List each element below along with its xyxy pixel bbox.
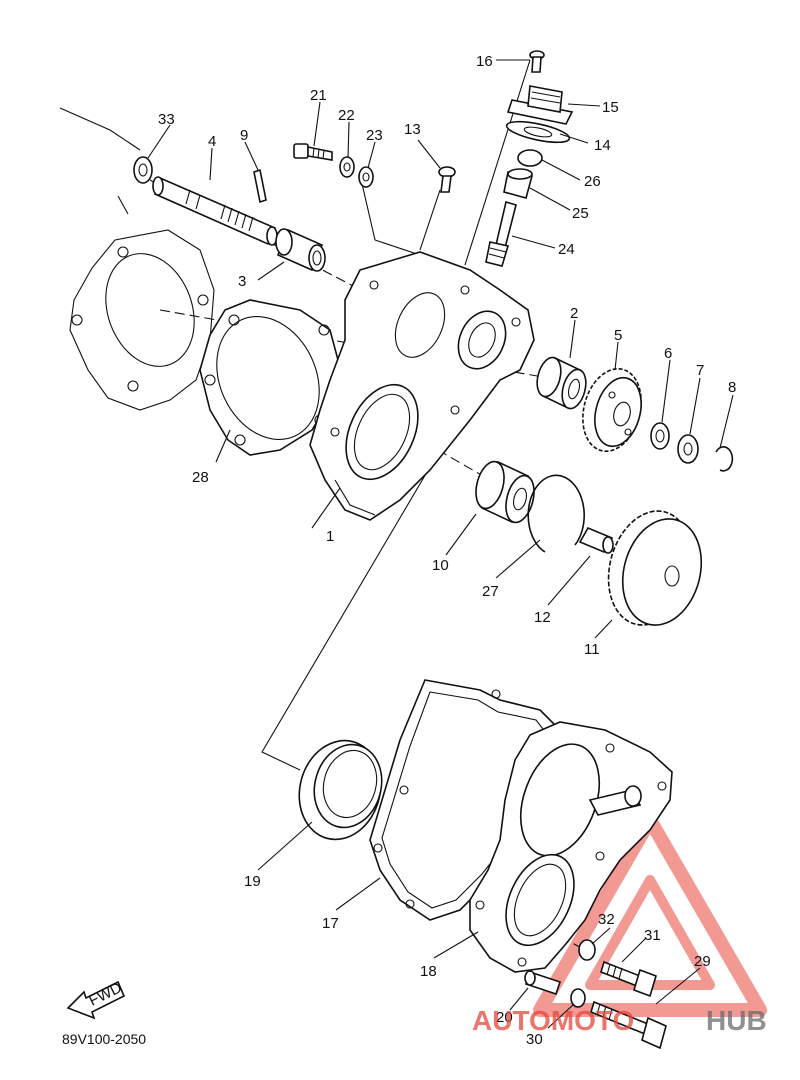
part-11-gear <box>607 510 703 626</box>
part-33-washer <box>133 156 153 184</box>
part-7-washer <box>677 434 699 464</box>
part-6-lockwasher <box>650 422 670 450</box>
label-part-2: 2 <box>570 305 578 322</box>
label-part-13: 13 <box>404 121 421 138</box>
label-part-27: 27 <box>482 583 499 600</box>
part-20-dowel <box>524 970 562 996</box>
label-part-8: 8 <box>728 379 736 396</box>
label-part-14: 14 <box>594 137 611 154</box>
label-part-31: 31 <box>644 927 661 944</box>
part-28-gasket <box>199 299 339 456</box>
part-18-cover <box>469 721 673 973</box>
label-part-3: 3 <box>238 273 246 290</box>
part-5-gear <box>582 367 642 453</box>
part-25-bushing <box>503 168 534 199</box>
part-19-seal <box>298 739 383 841</box>
part-12-pin <box>578 526 614 554</box>
part-22-washer <box>339 156 355 178</box>
label-part-19: 19 <box>244 873 261 890</box>
part-14-gasket <box>505 120 571 144</box>
watermark-text: AUTOMOTO HUB <box>472 1005 767 1036</box>
part-13-screw <box>438 166 456 193</box>
label-part-17: 17 <box>322 915 339 932</box>
part-29-bolt <box>590 1000 667 1050</box>
label-part-21: 21 <box>310 87 327 104</box>
part-16-screw <box>529 50 545 73</box>
label-part-1: 1 <box>326 528 334 545</box>
label-part-29: 29 <box>694 953 711 970</box>
label-part-5: 5 <box>614 327 622 344</box>
part-31-bolt <box>600 960 657 998</box>
label-part-28: 28 <box>192 469 209 486</box>
label-part-15: 15 <box>602 99 619 116</box>
part-8-circlip <box>715 446 734 472</box>
label-part-10: 10 <box>432 557 449 574</box>
crankcase-outline <box>59 107 215 411</box>
watermark-text-secondary: HUB <box>706 1005 767 1036</box>
part-15-cap <box>506 85 574 125</box>
label-part-26: 26 <box>584 173 601 190</box>
part-24-drive-gear <box>485 200 517 267</box>
part-23-washer <box>358 166 374 188</box>
part-21-bolt <box>293 143 333 161</box>
part-2-bearing <box>536 356 587 410</box>
label-part-6: 6 <box>664 345 672 362</box>
label-part-12: 12 <box>534 609 551 626</box>
label-part-20: 20 <box>496 1009 513 1026</box>
part-9-pin <box>253 168 267 204</box>
label-part-18: 18 <box>420 963 437 980</box>
part-1-housing <box>309 251 535 521</box>
part-27-circlip <box>527 474 585 553</box>
label-part-32: 32 <box>598 911 615 928</box>
label-part-16: 16 <box>476 53 493 70</box>
leader-lines <box>147 59 734 1029</box>
label-part-22: 22 <box>338 107 355 124</box>
label-part-23: 23 <box>366 127 383 144</box>
part-3-bushing <box>275 228 326 272</box>
label-part-33: 33 <box>158 111 175 128</box>
part-32-washer <box>578 939 596 961</box>
part-26-seal <box>517 149 543 167</box>
part-10-bearing <box>475 460 535 524</box>
label-part-7: 7 <box>696 362 704 379</box>
label-part-11: 11 <box>584 641 600 658</box>
label-part-4: 4 <box>208 133 216 150</box>
label-part-25: 25 <box>572 205 589 222</box>
part-4-shaft <box>152 176 278 246</box>
label-part-9: 9 <box>240 127 248 144</box>
label-part-24: 24 <box>558 241 575 258</box>
watermark-text-primary: AUTOMOTO <box>472 1005 634 1036</box>
diagram-code: 89V100-2050 <box>62 1031 146 1047</box>
part-30-washer <box>570 988 586 1008</box>
fwd-arrow-icon: FWD <box>66 979 126 1020</box>
label-part-30: 30 <box>526 1031 543 1048</box>
part-labels: 1 2 3 4 5 6 7 8 9 10 11 12 13 14 15 16 1… <box>158 53 736 1048</box>
